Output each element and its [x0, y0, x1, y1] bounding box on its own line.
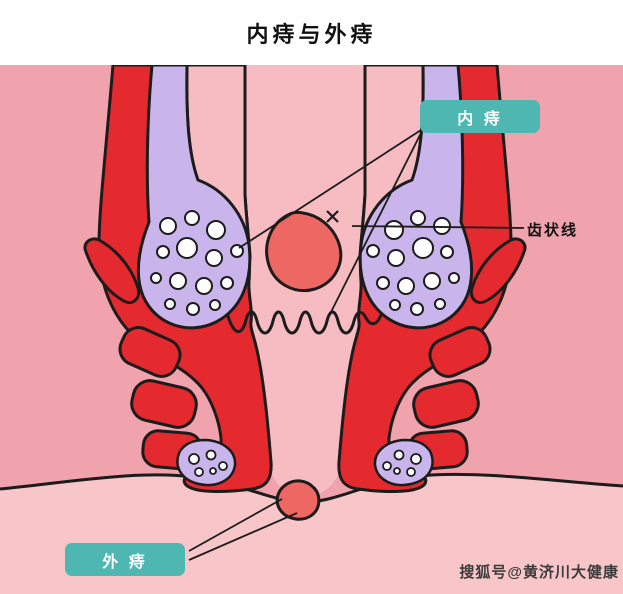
page-title: 内痔与外痔 [246, 21, 377, 47]
external-label-pointer-lines [188, 498, 298, 561]
internal-label-pointer-lines [238, 129, 422, 317]
title-bar: 内痔与外痔 [0, 0, 623, 65]
dentate-line-wave [226, 310, 383, 335]
internal-hemorrhoid-shape [265, 210, 343, 292]
watermark: 搜狐号@黄济川大健康 [459, 564, 619, 581]
internal-hemorrhoid-label: 内 痔 [420, 100, 540, 133]
dentate-label-pointer-line [351, 225, 525, 229]
dentate-line-label: 齿状线 [527, 222, 579, 239]
external-hemorrhoid-shape [275, 479, 321, 521]
external-hemorrhoid-label: 外 痔 [65, 543, 185, 576]
pointer-x-mark [326, 210, 339, 223]
